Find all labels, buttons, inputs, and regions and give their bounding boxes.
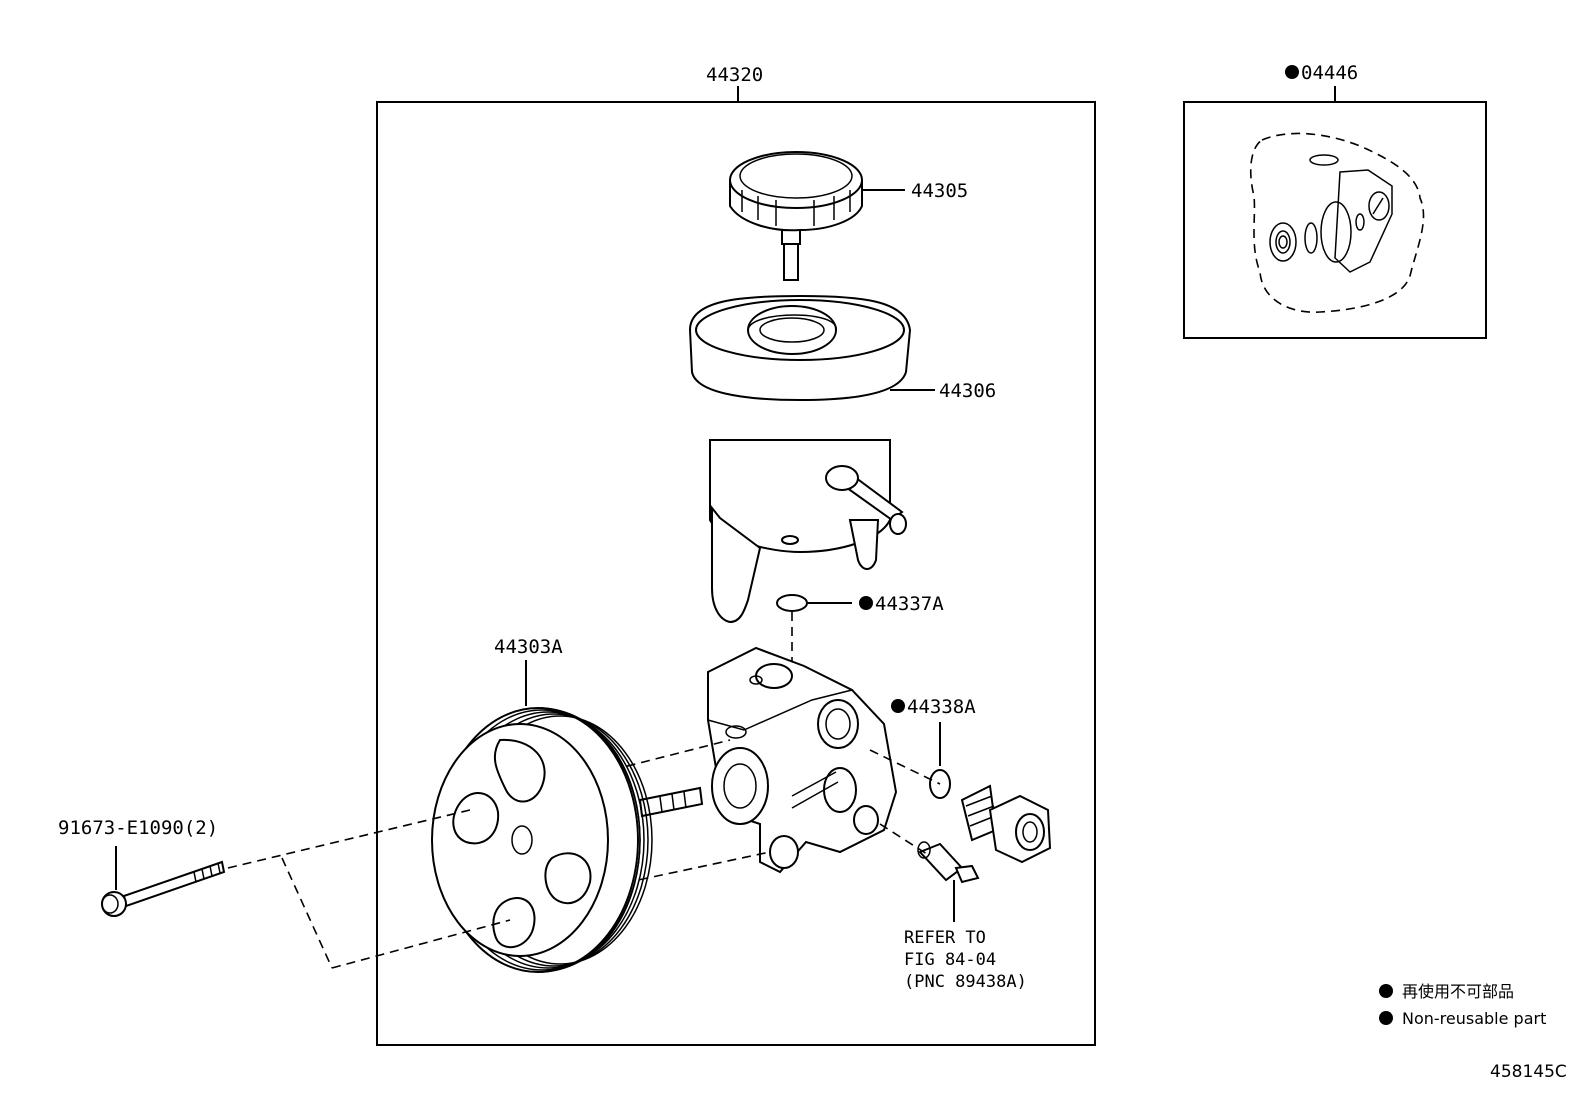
bolt	[101, 860, 226, 917]
oring-lower-marker	[891, 699, 905, 713]
assembly-callout: 44320	[706, 64, 763, 86]
kit-nonreusable-marker	[1285, 65, 1299, 79]
oring-upper-marker	[859, 596, 873, 610]
pulley	[431, 707, 653, 973]
pump-body	[707, 646, 898, 874]
union-fitting	[960, 784, 1052, 864]
reservoir-callout: 44306	[939, 380, 996, 402]
legend-marker-en	[1379, 1011, 1393, 1025]
kit-box	[1183, 86, 1487, 339]
legend-japanese: 再使用不可部品	[1402, 982, 1514, 1001]
kit-callout: 04446	[1301, 62, 1358, 84]
refer-line3: (PNC 89438A)	[904, 972, 1027, 992]
pulley-callout: 44303A	[494, 636, 563, 658]
assembly-box	[376, 86, 1096, 1046]
legend-english: Non-reusable part	[1402, 1009, 1546, 1028]
alignment-lines	[609, 739, 941, 887]
reservoir	[688, 294, 912, 624]
reservoir-cap	[729, 151, 863, 281]
oring-upper	[776, 594, 808, 612]
oring-upper-callout: 44337A	[875, 593, 944, 615]
legend-marker-jp	[1379, 984, 1393, 998]
refer-line2: FIG 84-04	[904, 950, 996, 970]
cap-callout: 44305	[911, 180, 968, 202]
refer-line1: REFER TO	[904, 928, 986, 948]
bolt-callout: 91673-E1090(2)	[58, 817, 218, 839]
pressure-switch	[917, 841, 980, 884]
oring-lower-callout: 44338A	[907, 696, 976, 718]
seal-kit-illustration	[1249, 132, 1425, 313]
figure-id: 458145C	[1490, 1062, 1567, 1082]
bolt-dashed-path	[227, 809, 511, 969]
